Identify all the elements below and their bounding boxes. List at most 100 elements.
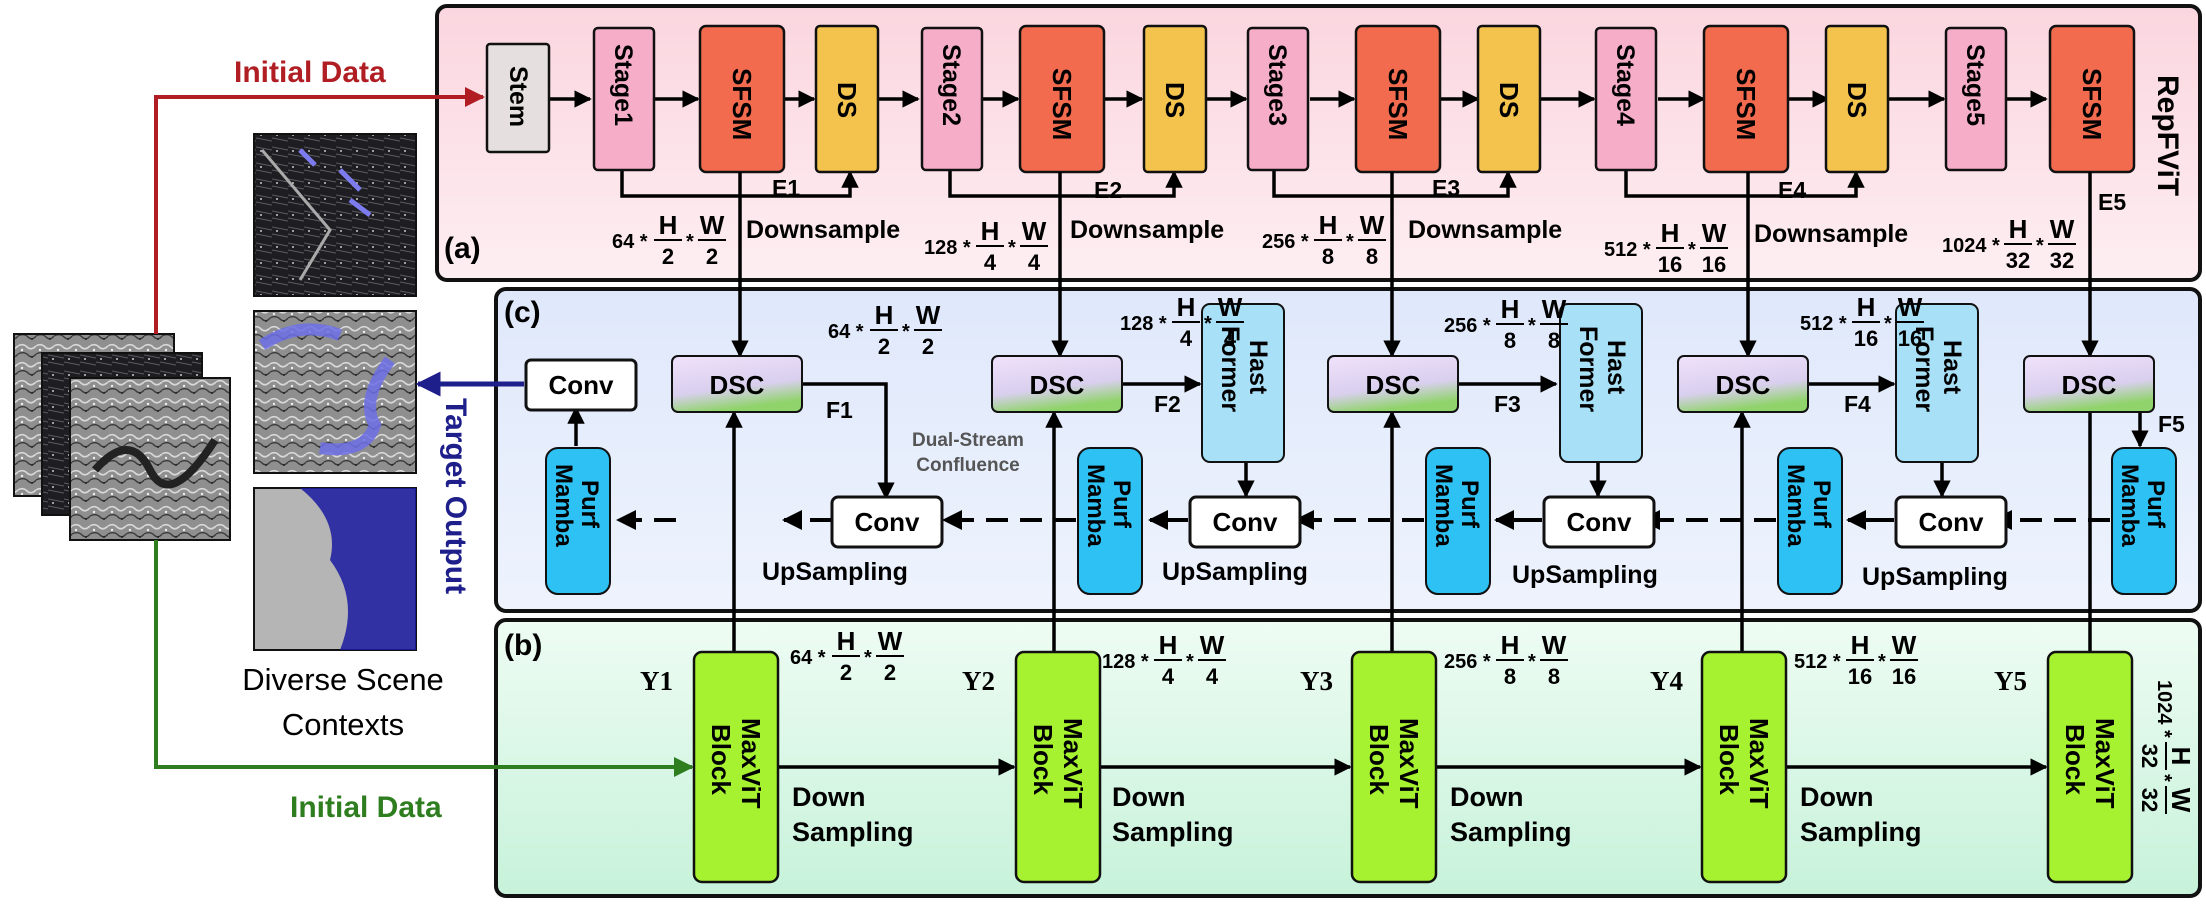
ds-label-2: DS bbox=[1160, 82, 1190, 118]
fraction-numerator: W bbox=[1542, 294, 1567, 324]
dimension-b-2: 128 *H4*W4 bbox=[1102, 630, 1226, 689]
dimension-c-2: 128 *H4*W4 bbox=[1120, 292, 1244, 351]
stage4-label: Stage4 bbox=[1611, 44, 1639, 126]
hastformer-label-3b: Former bbox=[1910, 326, 1938, 412]
times-sign: * bbox=[686, 231, 694, 253]
down-label-2: Down bbox=[1112, 782, 1186, 812]
f5-tag: F5 bbox=[2158, 411, 2185, 437]
e2-tag: E2 bbox=[1094, 177, 1122, 203]
dimension-b-4: 512 *H16*W16 bbox=[1794, 630, 1918, 689]
fraction-denominator: 8 bbox=[1504, 328, 1516, 353]
fraction-denominator: 2 bbox=[840, 660, 852, 685]
e1-tag: E1 bbox=[772, 175, 800, 201]
purfmamba-block-2 bbox=[1077, 447, 1143, 595]
dimension-c-1: 64 *H2*W2 bbox=[828, 300, 942, 359]
thumbnail-river bbox=[253, 310, 417, 474]
maxvit-label-3b: Block bbox=[1364, 724, 1394, 795]
fraction-numerator: H bbox=[1159, 630, 1178, 660]
fraction-numerator: H bbox=[1857, 292, 1876, 322]
maxvit-label-3a: MaxViT bbox=[1394, 718, 1424, 809]
dimension-a-3: 256 *H8*W8 bbox=[1262, 210, 1386, 269]
conv-label-1: Conv bbox=[855, 507, 921, 537]
ds-block-1 bbox=[814, 24, 880, 174]
maxvit-label-2a: MaxViT bbox=[1058, 718, 1088, 809]
maxvit-block-2 bbox=[1014, 650, 1102, 884]
dimension-a-4: 512 *H16*W16 bbox=[1604, 218, 1728, 277]
dimension-c-3: 256 *H8*W8 bbox=[1444, 294, 1568, 353]
stage3-label: Stage3 bbox=[1263, 44, 1291, 126]
maxvit-label-4a: MaxViT bbox=[1744, 718, 1774, 809]
purfmamba-block-5 bbox=[2111, 447, 2177, 595]
purfmamba-label-2a: Purf bbox=[1108, 480, 1135, 529]
dimension-b-1: 64 *H2*W2 bbox=[790, 626, 904, 685]
channel-count: 256 * bbox=[1444, 315, 1491, 337]
dsc-label-2: DSC bbox=[1030, 370, 1085, 400]
dsc-block-5 bbox=[2023, 355, 2155, 413]
fraction-numerator: H bbox=[2009, 214, 2028, 244]
input-sar-images bbox=[13, 333, 231, 541]
target-output-label: Target Output bbox=[439, 398, 472, 594]
output-conv-label: Conv bbox=[549, 370, 615, 400]
fraction-numerator: H bbox=[659, 210, 678, 240]
conv-label-2: Conv bbox=[1213, 507, 1279, 537]
thumbnail-water-mask bbox=[253, 487, 417, 651]
thumbnail-harbor bbox=[253, 133, 417, 297]
conv-label-4: Conv bbox=[1919, 507, 1985, 537]
fraction-denominator: 32 bbox=[2006, 248, 2030, 273]
maxvit-block-1 bbox=[692, 650, 780, 884]
fraction-denominator: 2 bbox=[706, 244, 718, 269]
dsc-block-1 bbox=[671, 355, 803, 413]
dsc-block-2 bbox=[991, 355, 1123, 413]
down-label-4: Down bbox=[1800, 782, 1874, 812]
fraction-numerator: W bbox=[1702, 218, 1727, 248]
panel-c-label: (c) bbox=[504, 296, 541, 329]
purfmamba-label-2b: Mamba bbox=[1082, 464, 1109, 547]
y3-tag: Y3 bbox=[1300, 666, 1333, 696]
channel-count: 512 * bbox=[1604, 239, 1651, 261]
channel-count: 512 * bbox=[1800, 313, 1847, 335]
y1-tag: Y1 bbox=[640, 666, 673, 696]
conv-block-2 bbox=[1188, 495, 1302, 549]
downsample-label-1: Downsample bbox=[746, 216, 900, 244]
fraction-numerator: W bbox=[1542, 630, 1567, 660]
sfsm-label-4: SFSM bbox=[1731, 68, 1761, 140]
times-sign: * bbox=[1688, 239, 1696, 261]
fraction-numerator: H bbox=[1851, 630, 1870, 660]
dsc-block-3 bbox=[1327, 355, 1459, 413]
times-sign: * bbox=[1528, 315, 1536, 337]
output-conv-block bbox=[524, 358, 638, 412]
sampling-label-4: Sampling bbox=[1800, 817, 1922, 847]
maxvit-label-5b: Block bbox=[2060, 724, 2090, 795]
stem-block bbox=[485, 42, 551, 154]
fraction-numerator: W bbox=[1022, 216, 1047, 246]
times-sign: * bbox=[2153, 774, 2175, 782]
stage4-block bbox=[1594, 26, 1658, 172]
stage5-block bbox=[1944, 26, 2008, 172]
hastformer-block-2 bbox=[1559, 303, 1643, 463]
dsc-block-4 bbox=[1677, 355, 1809, 413]
purfmamba-label-4b: Mamba bbox=[1782, 464, 1809, 547]
fraction-denominator: 8 bbox=[1322, 244, 1334, 269]
times-sign: * bbox=[1884, 313, 1892, 335]
conv-label-3: Conv bbox=[1567, 507, 1633, 537]
down-label-3: Down bbox=[1450, 782, 1524, 812]
conv-block-1 bbox=[830, 495, 944, 549]
sfsm-block-4 bbox=[1702, 24, 1790, 174]
fraction-denominator: 16 bbox=[1702, 252, 1726, 277]
fraction-denominator: 2 bbox=[878, 334, 890, 359]
downsample-label-4: Downsample bbox=[1754, 220, 1908, 248]
times-sign: * bbox=[2036, 235, 2044, 257]
ds-block-4 bbox=[1824, 24, 1890, 174]
fraction-denominator: 4 bbox=[1224, 326, 1237, 351]
fraction-denominator: 16 bbox=[1658, 252, 1682, 277]
maxvit-label-4b: Block bbox=[1714, 724, 1744, 795]
hastformer-block-1 bbox=[1201, 303, 1285, 463]
times-sign: * bbox=[1204, 313, 1212, 335]
purfmamba-label-1a: Purf bbox=[576, 480, 603, 529]
dsc-label-3: DSC bbox=[1366, 370, 1421, 400]
times-sign: * bbox=[1346, 231, 1354, 253]
sfsm-block-5 bbox=[2048, 24, 2136, 174]
times-sign: * bbox=[1008, 237, 1016, 259]
maxvit-block-4 bbox=[1700, 650, 1788, 884]
